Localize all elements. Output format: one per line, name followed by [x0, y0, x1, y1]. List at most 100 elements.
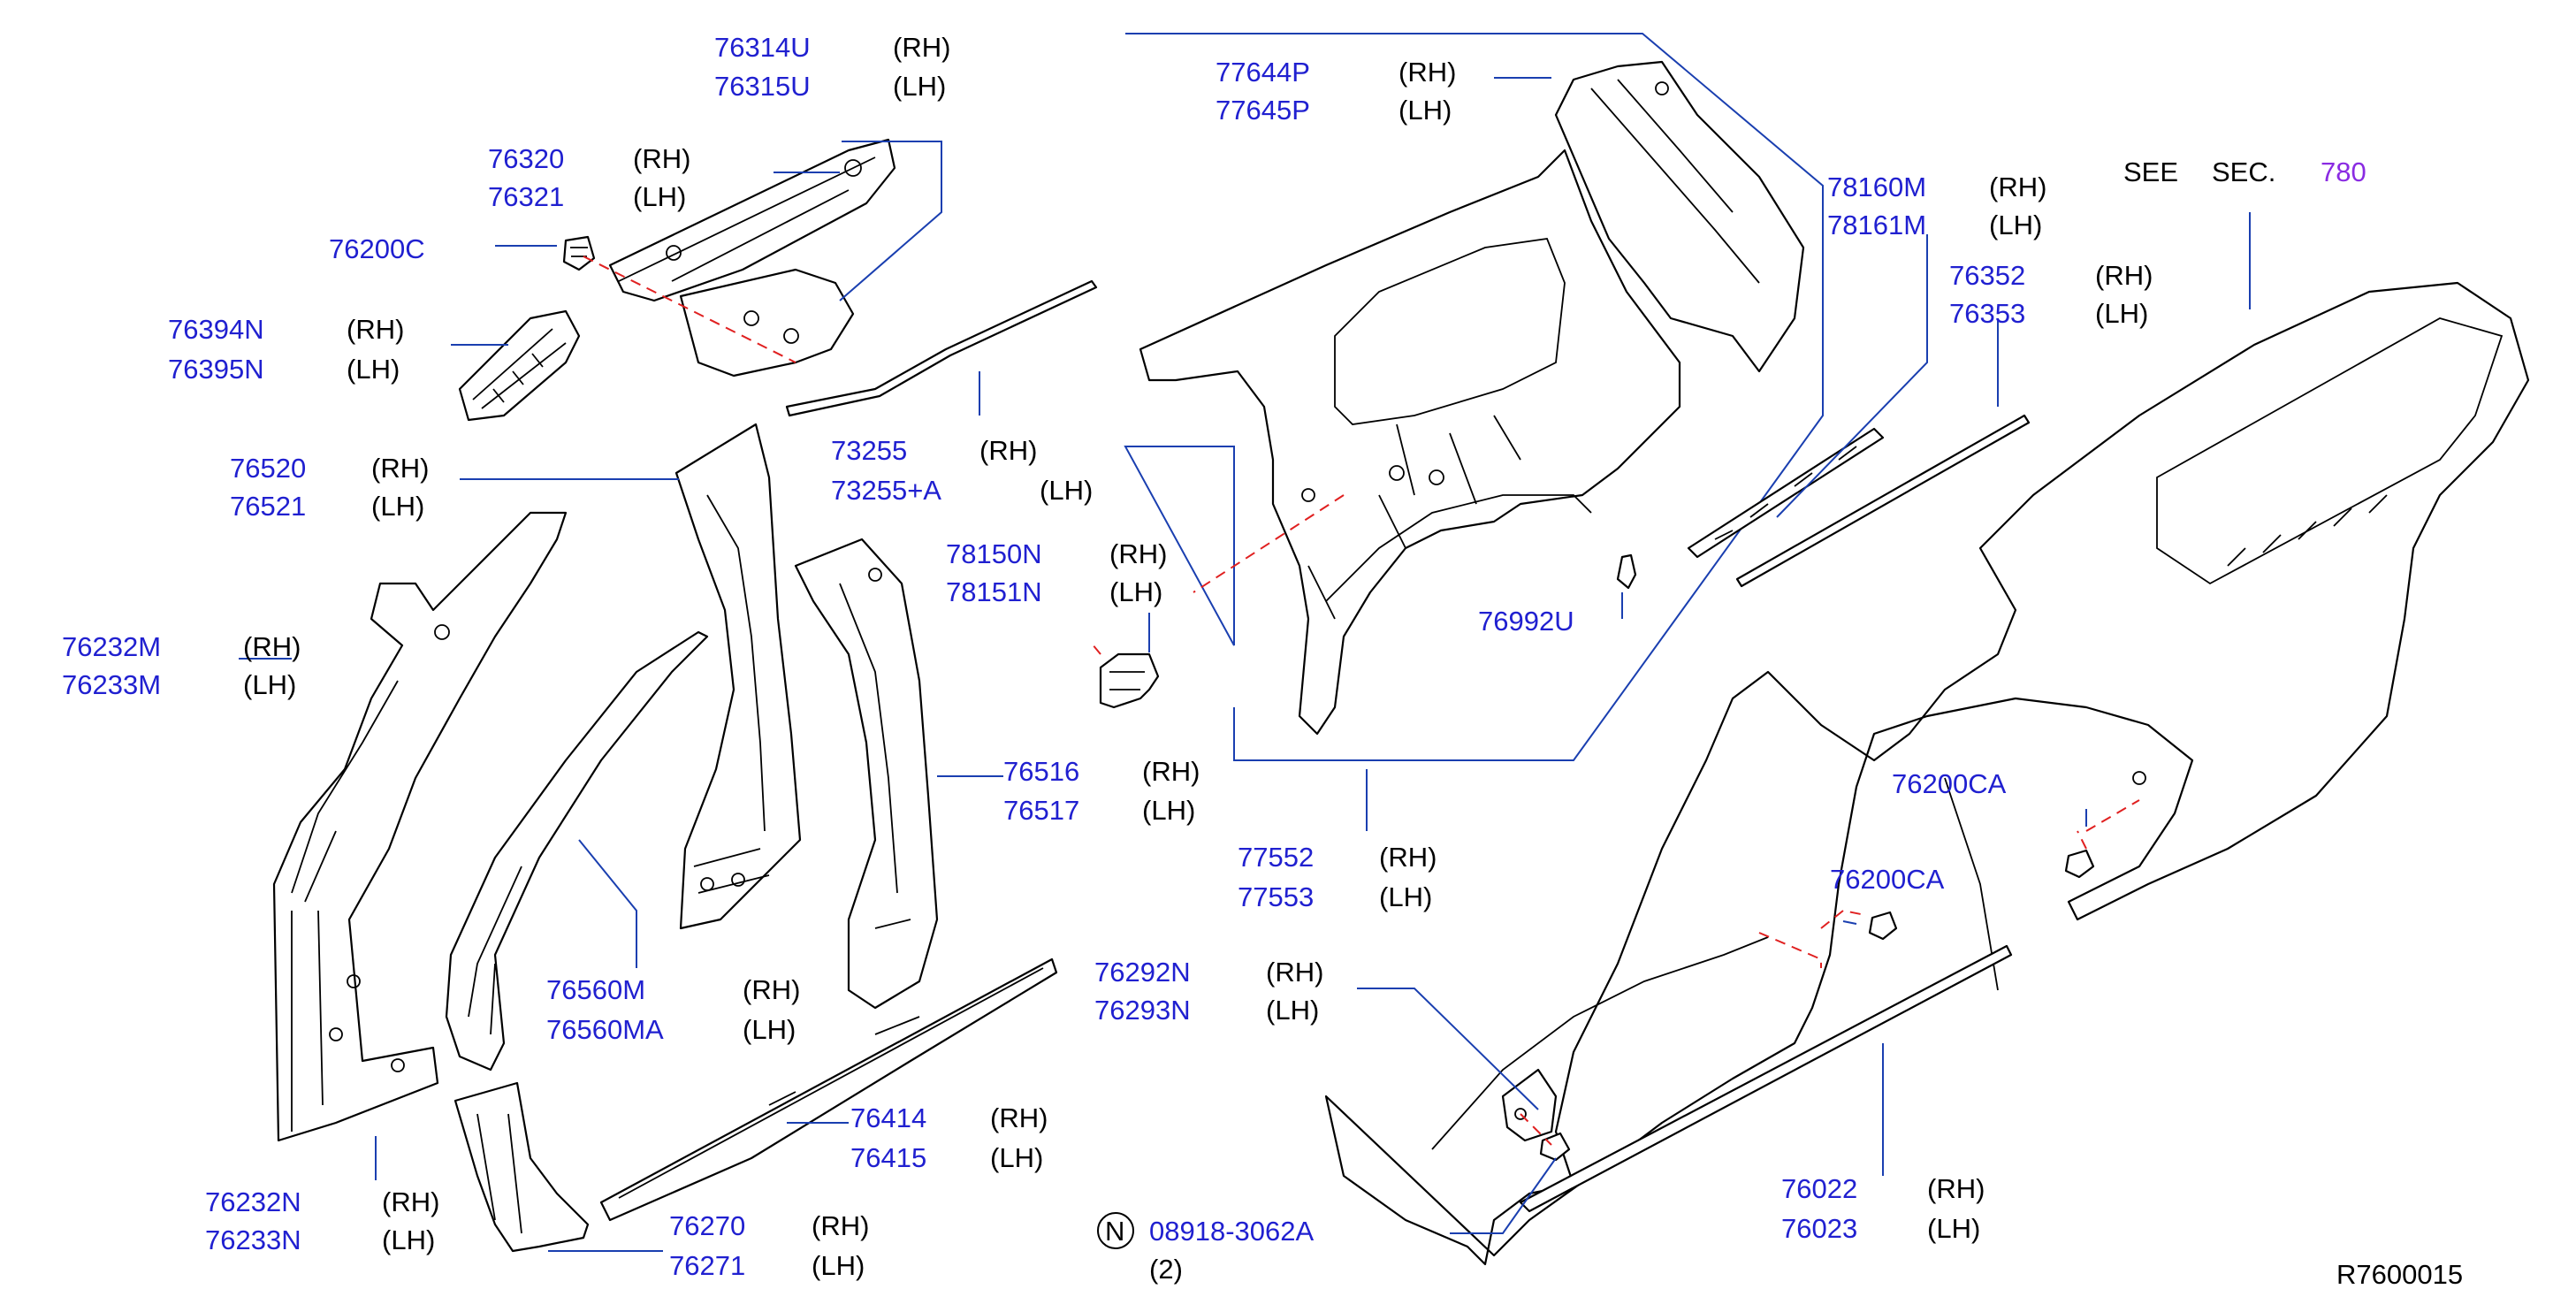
side-rh: (RH)	[1379, 842, 1437, 873]
n-symbol: N	[1105, 1216, 1124, 1247]
side-rh: (RH)	[382, 1186, 439, 1217]
part-number-lh[interactable]: 78161M	[1827, 210, 1926, 240]
part-number-lh[interactable]: 76321	[488, 181, 564, 212]
part-number[interactable]: 76200CA	[1830, 864, 1945, 895]
part-number[interactable]: 76200CA	[1892, 768, 2007, 799]
part-label-76520[interactable]: 76520 (RH) 76521 (LH)	[230, 453, 429, 522]
inset-frame	[1124, 33, 1824, 761]
part-number-lh[interactable]: 76315U	[714, 71, 811, 102]
a-pillar-reinforcement	[445, 630, 709, 1072]
part-number-rh[interactable]: 76394N	[168, 314, 264, 345]
part-number-rh[interactable]: 76292N	[1094, 957, 1191, 988]
side-sill	[1519, 944, 2013, 1213]
part-number-rh[interactable]: 76414	[850, 1102, 926, 1133]
side-rh: (RH)	[990, 1102, 1048, 1133]
front-pillar	[272, 511, 568, 1142]
part-number-rh[interactable]: 76560M	[546, 974, 645, 1005]
part-label-76992U[interactable]: 76992U	[1478, 606, 1574, 637]
side-lh: (LH)	[1109, 576, 1162, 607]
part-number-lh[interactable]: 76521	[230, 491, 306, 522]
roof-side-strip	[1735, 414, 2031, 588]
part-number-rh[interactable]: 76232N	[205, 1186, 301, 1217]
lower-front-pillar	[453, 1081, 590, 1253]
bolt-callout[interactable]: N 08918-3062A (2)	[1097, 1212, 1314, 1285]
part-label-76200CA-upper[interactable]: 76200CA	[1892, 768, 2007, 799]
part-label-76516[interactable]: 76516 (RH) 76517 (LH)	[1003, 756, 1200, 826]
part-number-lh[interactable]: 77645P	[1216, 95, 1310, 126]
part-label-77552[interactable]: 77552 (RH) 77553 (LH)	[1238, 842, 1437, 912]
part-number-lh[interactable]: 77553	[1238, 881, 1314, 912]
body-side-outer	[1324, 281, 2530, 1266]
section-reference[interactable]: SEE SEC. 780	[2123, 156, 2366, 187]
part-number-lh[interactable]: 76023	[1781, 1213, 1857, 1244]
part-label-76232M[interactable]: 76232M (RH) 76233M (LH)	[62, 631, 301, 700]
side-lh: (LH)	[347, 354, 400, 385]
part-number-rh[interactable]: 76232M	[62, 631, 161, 662]
part-number-rh[interactable]: 77552	[1238, 842, 1314, 873]
part-label-76292N[interactable]: 76292N (RH) 76293N (LH)	[1094, 957, 1323, 1026]
part-label-78160M[interactable]: 78160M (RH) 78161M (LH)	[1827, 172, 2046, 240]
side-rh: (RH)	[243, 631, 301, 662]
part-number-rh[interactable]: 78160M	[1827, 172, 1926, 202]
part-number-lh[interactable]: 78151N	[946, 576, 1042, 607]
side-rh: (RH)	[1927, 1173, 1985, 1204]
bolt-part-number[interactable]: 08918-3062A	[1149, 1216, 1314, 1247]
part-number-rh[interactable]: 78150N	[946, 538, 1042, 569]
part-number-lh[interactable]: 76517	[1003, 795, 1079, 826]
part-number-rh[interactable]: 76352	[1949, 260, 2025, 291]
diagram-id: R7600015	[2336, 1259, 2463, 1290]
part-number-lh[interactable]: 76233M	[62, 669, 161, 700]
side-rh: (RH)	[1142, 756, 1200, 787]
part-label-76394N[interactable]: 76394N (RH) 76395N (LH)	[168, 314, 404, 385]
part-label-76320[interactable]: 76320 (RH) 76321 (LH)	[488, 143, 690, 212]
part-number-lh[interactable]: 76560MA	[546, 1014, 664, 1045]
part-number-rh[interactable]: 76516	[1003, 756, 1079, 787]
sill-reinforcement	[599, 957, 1058, 1222]
section-number[interactable]: 780	[2321, 156, 2366, 187]
side-rh: (RH)	[633, 143, 690, 174]
part-label-76022[interactable]: 76022 (RH) 76023 (LH)	[1781, 1173, 1985, 1244]
illustration	[239, 33, 2530, 1266]
side-rh: (RH)	[347, 314, 404, 345]
side-lh: (LH)	[990, 1142, 1043, 1173]
part-number-rh[interactable]: 76520	[230, 453, 306, 484]
side-lh: (LH)	[1399, 95, 1452, 126]
part-number-rh[interactable]: 73255	[831, 435, 907, 466]
side-lh: (LH)	[382, 1224, 435, 1255]
side-rh: (RH)	[1266, 957, 1323, 988]
part-label-76560M[interactable]: 76560M (RH) 76560MA (LH)	[546, 974, 800, 1045]
rear-inner-panel	[1139, 149, 1681, 736]
part-number-rh[interactable]: 76270	[669, 1210, 745, 1241]
part-number-rh[interactable]: 77644P	[1216, 57, 1310, 88]
rear-upper-panel	[1554, 60, 1805, 373]
side-rh: (RH)	[371, 453, 429, 484]
part-number-lh[interactable]: 76395N	[168, 354, 264, 385]
part-label-77644P[interactable]: 77644P (RH) 77645P (LH)	[1216, 57, 1456, 126]
bracket-76292N	[1501, 1068, 1558, 1142]
part-number-lh[interactable]: 76415	[850, 1142, 926, 1173]
part-label-76314U[interactable]: 76314U (RH) 76315U (LH)	[714, 32, 950, 102]
part-label-76200CA-lower[interactable]: 76200CA	[1830, 864, 1945, 895]
part-number-lh[interactable]: 76293N	[1094, 995, 1191, 1026]
part-label-76270[interactable]: 76270 (RH) 76271 (LH)	[669, 1210, 869, 1281]
side-lh: (LH)	[1040, 475, 1093, 506]
part-label-76352[interactable]: 76352 (RH) 76353 (LH)	[1949, 260, 2153, 329]
clip-76992U	[1616, 553, 1637, 590]
part-number[interactable]: 76992U	[1478, 606, 1574, 637]
part-label-78150N[interactable]: 78150N (RH) 78151N (LH)	[946, 538, 1167, 607]
part-number-lh[interactable]: 76233N	[205, 1224, 301, 1255]
part-number-rh[interactable]: 76320	[488, 143, 564, 174]
part-label-76232N[interactable]: 76232N (RH) 76233N (LH)	[205, 1186, 439, 1255]
part-label-76414[interactable]: 76414 (RH) 76415 (LH)	[850, 1102, 1048, 1173]
part-number-rh[interactable]: 76314U	[714, 32, 811, 63]
side-lh: (LH)	[1379, 881, 1432, 912]
roof-rail-bracket	[608, 138, 896, 378]
part-number-rh[interactable]: 76022	[1781, 1173, 1857, 1204]
part-number-lh[interactable]: 76353	[1949, 298, 2025, 329]
part-number[interactable]: 76200C	[329, 233, 425, 264]
part-number-lh[interactable]: 76271	[669, 1250, 745, 1281]
side-lh: (LH)	[743, 1014, 796, 1045]
part-label-76200C[interactable]: 76200C	[329, 233, 425, 264]
part-label-73255[interactable]: 73255 (RH) 73255+A (LH)	[831, 435, 1093, 506]
part-number-lh[interactable]: 73255+A	[831, 475, 941, 506]
